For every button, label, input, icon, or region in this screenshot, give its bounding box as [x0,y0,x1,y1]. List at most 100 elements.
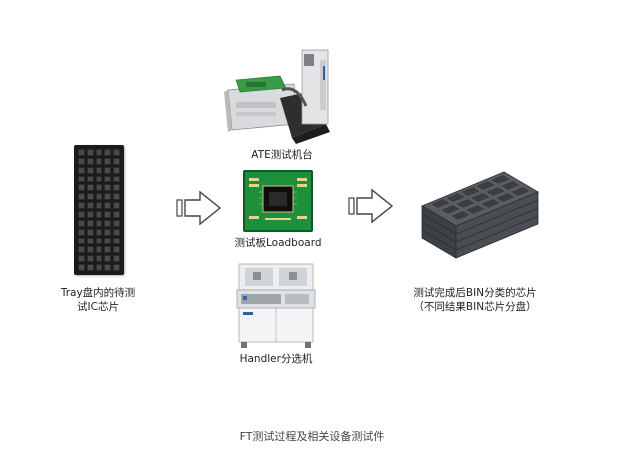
tray-cell [95,184,103,192]
tray-label-line2: 试IC芯片 [77,301,119,313]
tray-cell [78,157,85,165]
tray-cell [104,202,112,209]
ate-label: ATE测试机台 [251,149,313,161]
bin-pocket [511,187,530,196]
tray-cell [104,237,112,245]
bin-pocket [471,193,490,202]
bin-pocket [496,193,515,202]
tray-cell [86,246,94,254]
tray-cell [86,228,94,236]
tray-cell [104,219,112,227]
tray-cell [95,157,103,165]
bin-pocket [486,187,505,196]
tray-cell [86,202,94,209]
tray-cell [113,219,120,227]
tray-cell [95,193,103,201]
tray-cell [86,219,94,227]
bin-pocket [481,199,500,208]
tray-cell [78,237,85,245]
tray-cell [86,255,94,263]
tray-cell [104,193,112,201]
tray-cell [104,157,112,165]
handler-image [236,263,316,348]
bin-pocket [476,181,495,190]
tray-cell [113,237,120,245]
tray-cell [113,175,120,183]
bin-tray-image [421,171,539,259]
tray-cell [78,219,85,227]
bin-pocket [446,193,465,202]
tray-cell [113,184,120,192]
tray-cell [113,228,120,236]
tray-cell [78,202,85,209]
tray-label: Tray盘内的待测 试IC芯片 [48,286,148,314]
bin-label: 测试完成后BIN分类的芯片 （不同结果BIN芯片分盘） [400,286,550,314]
loadboard-circuit [249,178,307,220]
bin-label-line1: 测试完成后BIN分类的芯片 [413,287,537,299]
tray-cell [86,237,94,245]
tray-cell [104,175,112,183]
tray-cell [86,149,94,156]
tray-cell [95,237,103,245]
tray-cell [78,149,85,156]
tray-cell [78,211,85,218]
bin-pocket [456,199,475,208]
handler-label: Handler分选机 [239,353,313,365]
tray-cell [113,202,120,209]
tray-cell [113,211,120,218]
tray-cell [86,184,94,192]
tray-cell [86,175,94,183]
tray-cell [104,166,112,174]
tray-cell [104,264,112,271]
tray-cell [95,211,103,218]
tray-cell [95,202,103,209]
bin-pocket [441,205,460,214]
tray-cell [113,149,120,156]
tray-cell [113,264,120,271]
tray-cell [113,193,120,201]
tray-cell [113,166,120,174]
tray-cell [95,246,103,254]
tray-cell [95,255,103,263]
tray-cell [78,166,85,174]
tray-cell [78,184,85,192]
tray-cell [104,228,112,236]
tray-cell [86,166,94,174]
tray-cell [86,264,94,271]
tray-cell [95,166,103,174]
tray-cell [104,246,112,254]
tray-cell [78,264,85,271]
bin-label-line2: （不同结果BIN芯片分盘） [413,301,537,313]
tray-cell [113,157,120,165]
tray-cell [104,184,112,192]
tray-cell [95,149,103,156]
tray-cell [78,228,85,236]
tray-cell [95,264,103,271]
tray-cell [104,211,112,218]
loadboard-image [243,170,313,232]
loadboard-label: 测试板Loadboard [234,237,322,249]
tray-cell [113,255,120,263]
tray-cell [113,246,120,254]
tray-cell [78,255,85,263]
figure-caption: FT测试过程及相关设备测试件 [239,430,385,443]
bin-pocket [451,211,470,220]
tray-label-line1: Tray盘内的待测 [60,287,136,299]
tray-cell [95,175,103,183]
ate-tester-image [224,49,330,144]
tray-cell [78,193,85,201]
bin-pocket [466,205,485,214]
tray-cell [104,149,112,156]
right-arrow-icon [348,188,394,224]
tray-cell [104,255,112,263]
tray-cell [78,246,85,254]
bin-pocket [491,175,510,184]
tray-cell [78,175,85,183]
bin-pocket [501,181,520,190]
tray-cell [95,219,103,227]
tray-cell [95,228,103,236]
tray-cell [86,157,94,165]
right-arrow-icon [176,190,222,226]
tray-cell [86,211,94,218]
bin-pocket [461,187,480,196]
